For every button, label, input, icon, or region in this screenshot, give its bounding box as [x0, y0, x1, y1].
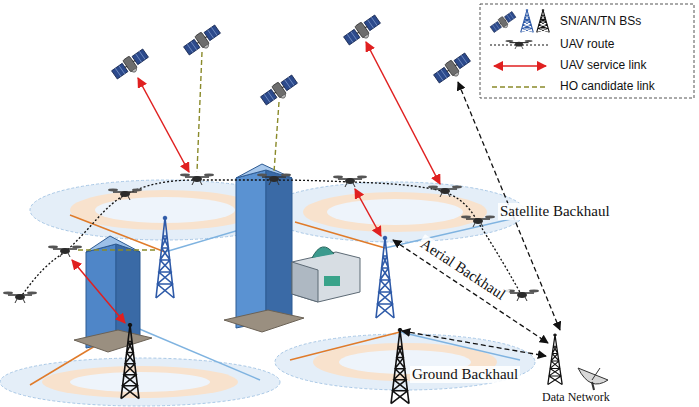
dish-antenna: [578, 368, 608, 390]
legend-box: [480, 4, 694, 98]
uav: [3, 174, 539, 303]
legend-text: UAV service link: [560, 59, 646, 72]
legend-text: HO candidate link: [560, 80, 655, 93]
backhaul-label: Satellite Backhaul: [498, 203, 612, 220]
backhaul-label: Ground Backhaul: [410, 366, 520, 383]
satellite: [110, 13, 473, 108]
uav-route: [20, 180, 522, 298]
uav-service-link: [72, 42, 440, 323]
legend-text: SN/AN/TN BSs: [560, 15, 641, 28]
legend-text: UAV route: [560, 38, 614, 51]
building: [74, 164, 360, 352]
ho-candidate-link: [78, 52, 279, 250]
backhaul-label: Aerial Backhaul: [416, 234, 510, 304]
terrestrial-aerial-bs: [121, 216, 562, 403]
network-label: Data Network: [540, 391, 612, 404]
